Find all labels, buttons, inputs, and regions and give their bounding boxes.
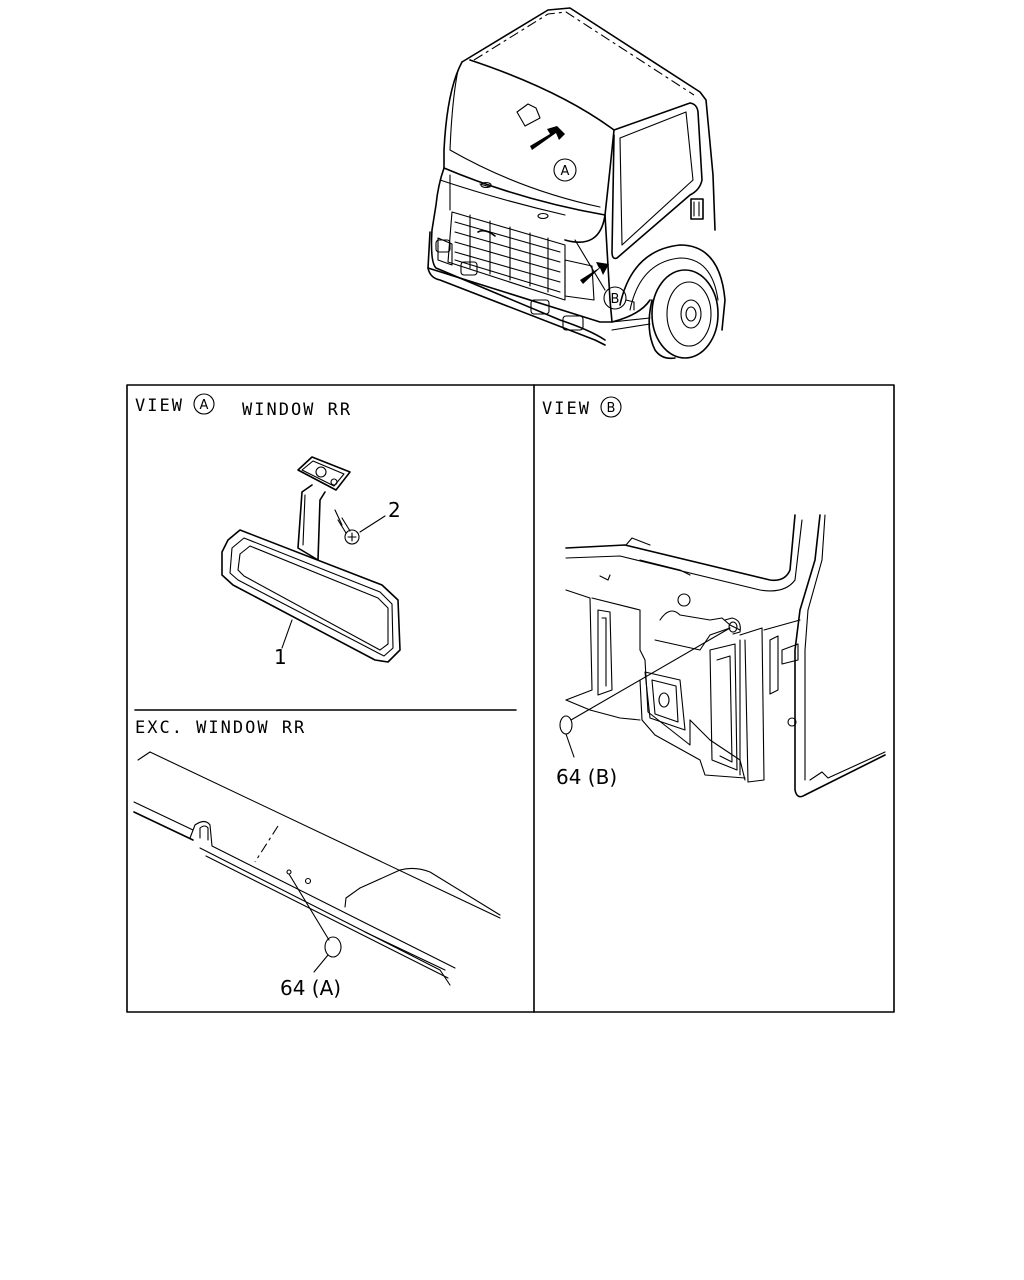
leader-64b bbox=[570, 627, 731, 721]
view-b-letter: B bbox=[607, 401, 616, 416]
exc-window-panel: EXC. WINDOW RR 64 (A) bbox=[133, 718, 501, 1000]
views-frame bbox=[126, 384, 895, 1013]
hole-b-icon bbox=[728, 621, 738, 633]
view-a-letter: A bbox=[200, 398, 209, 413]
leader-1 bbox=[281, 619, 293, 649]
view-a-panel: VIEW A WINDOW RR 2 1 bbox=[135, 393, 401, 669]
cab-frame-structure bbox=[565, 514, 886, 798]
view-a-word: VIEW bbox=[135, 396, 184, 416]
view-b-panel: VIEW B bbox=[542, 396, 886, 798]
plug-a-icon bbox=[324, 936, 342, 958]
truck-cab-illustration: A B bbox=[427, 7, 726, 360]
callout-1: 1 bbox=[274, 645, 287, 669]
screw-icon bbox=[334, 509, 360, 545]
callout-2: 2 bbox=[388, 498, 401, 522]
arrow-a-icon bbox=[530, 126, 565, 150]
plug-b-icon bbox=[559, 715, 573, 735]
leader-2 bbox=[359, 515, 386, 533]
view-b-circle-icon bbox=[600, 396, 622, 418]
overview-label-b: B bbox=[611, 292, 620, 307]
view-a-subtitle: WINDOW RR bbox=[242, 400, 352, 420]
rear-view-mirror bbox=[221, 456, 401, 663]
arrow-b-icon bbox=[580, 262, 609, 284]
circle-a-icon bbox=[553, 158, 577, 182]
overview-label-a: A bbox=[561, 164, 570, 179]
view-b-word: VIEW bbox=[542, 399, 591, 419]
leader-64a bbox=[288, 873, 330, 941]
circle-b-icon bbox=[603, 286, 627, 310]
hole-a-icon bbox=[286, 869, 292, 875]
callout-64a: 64 (A) bbox=[280, 976, 341, 1000]
view-a-circle-icon bbox=[193, 393, 215, 415]
exc-window-title: EXC. WINDOW RR bbox=[135, 718, 306, 738]
callout-64b: 64 (B) bbox=[556, 765, 617, 789]
